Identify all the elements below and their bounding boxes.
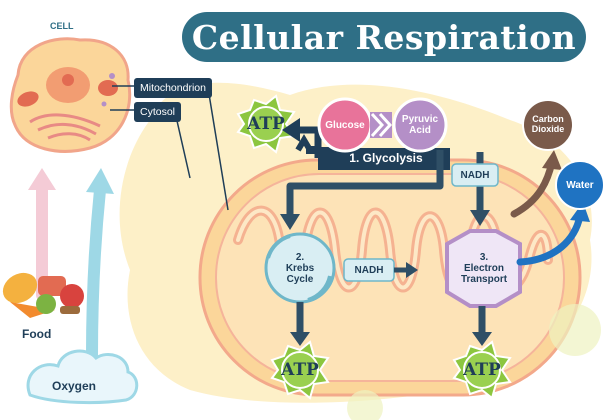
electron-hexagon — [445, 229, 522, 308]
nadh-mid-label: NADH — [354, 264, 384, 276]
glycolysis-step-label: 1. Glycolysis — [349, 151, 423, 166]
atp-label-top: ATP — [247, 113, 285, 134]
water-circle — [555, 160, 605, 210]
oxygen-cloud — [26, 349, 139, 405]
carbon-dioxide-circle — [522, 99, 574, 151]
oxygen-label: Oxygen — [52, 379, 97, 393]
nadh-top-label: NADH — [460, 169, 490, 181]
water-label: Water — [566, 179, 594, 191]
atp-burst-krebs — [270, 340, 330, 400]
pyruvic-acid-label: Pyruvic Acid — [401, 114, 439, 136]
carbon-dioxide-label: Carbon Dioxide — [531, 114, 565, 134]
cell-illustration — [9, 37, 132, 153]
glucose-label: Glucose — [325, 119, 365, 131]
title-banner: Cellular Respiration — [182, 12, 586, 62]
cytosol-tag: Cytosol — [134, 102, 182, 122]
krebs-cycle-label: 2. Krebs Cycle — [285, 251, 315, 285]
atp-burst-top — [236, 94, 296, 154]
food-pile — [2, 272, 84, 318]
atp-burst-electron — [452, 340, 512, 400]
page-title: Cellular Respiration — [191, 17, 577, 57]
atp-label-krebs: ATP — [281, 359, 319, 380]
atp-label-electron: ATP — [463, 359, 501, 380]
pyruvic-circle — [392, 97, 448, 153]
electron-transport-label: 3. Electron Transport — [460, 251, 508, 285]
glycolysis-bar — [318, 148, 450, 170]
food-label: Food — [22, 327, 52, 341]
mitochondrion-tag: Mitochondrion — [134, 78, 212, 98]
cell-label: CELL — [50, 21, 74, 31]
